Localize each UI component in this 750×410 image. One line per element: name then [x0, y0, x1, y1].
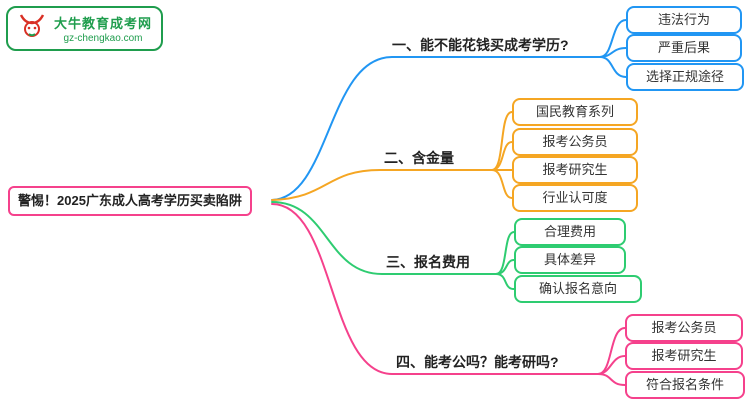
site-logo[interactable]: 大牛教育成考网 gz-chengkao.com	[6, 6, 164, 51]
leaf-node: 报考研究生	[512, 156, 638, 184]
leaf-node: 国民教育系列	[512, 98, 638, 126]
leaf-node: 选择正规途径	[626, 63, 744, 91]
leaf-node: 合理费用	[514, 218, 626, 246]
logo-text: 大牛教育成考网 gz-chengkao.com	[54, 13, 152, 44]
branch2-child4-curve	[491, 169, 513, 199]
leaf-node: 确认报名意向	[514, 275, 642, 303]
branch3-child1-curve	[495, 231, 515, 275]
branch2-curve	[271, 169, 493, 201]
leaf-node: 报考公务员	[512, 128, 638, 156]
branch1-child1-curve	[599, 19, 627, 58]
branch2-label: 二、含金量	[384, 150, 454, 166]
leaf-node: 违法行为	[626, 6, 742, 34]
branch4-child2-curve	[597, 355, 626, 375]
leaf-node: 行业认可度	[512, 184, 638, 212]
mindmap-root-node: 警惕！2025广东成人高考学历买卖陷阱	[8, 186, 252, 216]
logo-brand-name: 大牛教育成考网	[54, 16, 153, 31]
branch3-label: 三、报名费用	[386, 254, 470, 270]
branch4-child3-curve	[597, 373, 626, 386]
branch3-child2-curve	[495, 259, 515, 275]
logo-domain: gz-chengkao.com	[63, 33, 143, 44]
branch1-child3-curve	[599, 56, 627, 78]
leaf-node: 严重后果	[626, 34, 742, 62]
branch4-label: 四、能考公吗？能考研吗?	[396, 354, 559, 370]
branch1-label: 一、能不能花钱买成考学历?	[392, 37, 569, 53]
branch4-child1-curve	[597, 327, 626, 375]
leaf-node: 报考公务员	[625, 314, 743, 342]
leaf-node: 具体差异	[514, 246, 626, 274]
branch3-child3-curve	[495, 273, 515, 290]
bull-logo-icon	[17, 12, 47, 45]
branch1-child2-curve	[599, 47, 627, 58]
leaf-node: 符合报名条件	[625, 371, 745, 399]
branch2-child1-curve	[491, 111, 513, 171]
leaf-node: 报考研究生	[625, 342, 743, 370]
branch2-child2-curve	[491, 141, 513, 171]
